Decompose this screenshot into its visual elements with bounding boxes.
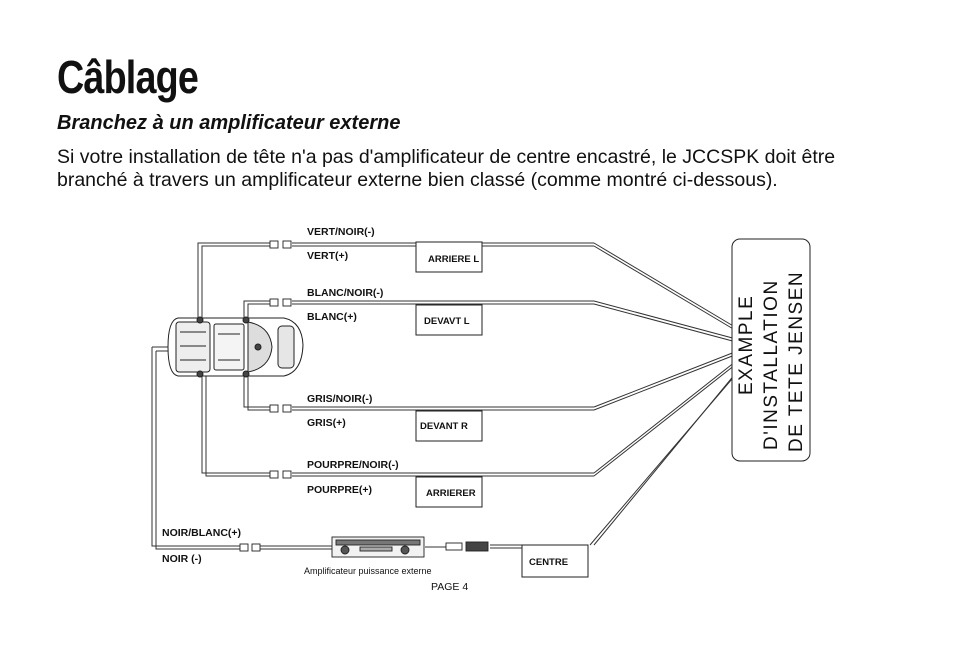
- car-icon: [167, 316, 304, 378]
- channel-label-arriere-l: ARRIERE L: [428, 254, 479, 265]
- wire-arriere-l-to-hu-2: [593, 245, 741, 334]
- wire-label-noir-blanc: NOIR/BLANC(+): [162, 527, 241, 539]
- box-arriere-r: [415, 476, 483, 508]
- wire-devant-r-to-hu-2: [593, 352, 741, 411]
- wire-label-blanc-pos: BLANC(+): [307, 311, 357, 323]
- head-unit-line2: D'INSTALLATION: [761, 279, 782, 450]
- description-paragraph: Si votre installation de tête n'a pas d'…: [57, 146, 836, 191]
- wire-noir-blanc-loop: [151, 347, 240, 547]
- wire-devant-l-loop: [243, 300, 270, 318]
- connector-blanc: [269, 298, 279, 307]
- wire-label-gris-pos: GRIS(+): [307, 417, 346, 429]
- head-unit-label: EXAMPLE D'INSTALLATION DE TETE JENSEN: [736, 271, 807, 452]
- connector-gris-2: [282, 404, 292, 413]
- box-devant-r: [415, 410, 483, 442]
- wire-devant-r-loop: [243, 372, 270, 408]
- amplifier-caption: Amplificateur puissance externe: [304, 566, 432, 576]
- connector-noir-2: [251, 543, 261, 552]
- wire-label-vert-neg: VERT/NOIR(-): [307, 226, 375, 238]
- wire-arriere-r-to-hu-2: [593, 360, 741, 477]
- wire-label-pourpre-pos: POURPRE(+): [307, 484, 372, 496]
- wire-arriere-l-to-hu: [593, 242, 741, 331]
- page-title: Câblage: [57, 51, 199, 103]
- box-devant-l: [415, 304, 483, 336]
- connector-pourpre: [269, 470, 279, 479]
- wire-arriere-r-to-hu: [593, 357, 741, 474]
- head-unit: [731, 238, 811, 462]
- wire-label-gris-neg: GRIS/NOIR(-): [307, 393, 372, 405]
- connector-noir: [239, 543, 249, 552]
- wire-devant-l-to-hu-2: [593, 303, 741, 344]
- connector-vert-2: [282, 240, 292, 249]
- wire-devant-l-to-hu: [593, 300, 741, 341]
- wire-arriere-r-loop-2: [205, 372, 270, 477]
- connector-pourpre-2: [282, 470, 292, 479]
- channel-label-devant-r: DEVANT R: [420, 421, 468, 432]
- wire-arriere-l-loop: [197, 242, 270, 318]
- wire-centre-to-hu-2: [589, 371, 739, 546]
- box-arriere-l: [415, 241, 483, 273]
- connector-gris: [269, 404, 279, 413]
- page-number: PAGE 4: [431, 581, 468, 593]
- wire-noir-loop: [155, 351, 240, 550]
- section-subtitle: Branchez à un amplificateur externe: [57, 112, 401, 134]
- wire-arriere-r-loop: [201, 372, 270, 474]
- wire-label-noir: NOIR (-): [162, 553, 202, 565]
- rca-plug-icon: [445, 541, 489, 552]
- connector-vert: [269, 240, 279, 249]
- wire-devant-r-to-hu: [593, 349, 741, 408]
- amplifier-icon: [331, 536, 425, 558]
- wire-label-vert-pos: VERT(+): [307, 250, 348, 262]
- channel-label-centre: CENTRE: [529, 557, 568, 568]
- connector-blanc-2: [282, 298, 292, 307]
- head-unit-line1: EXAMPLE: [736, 295, 757, 395]
- channel-label-arriere-r: ARRIERER: [426, 488, 476, 499]
- head-unit-line3: DE TETE JENSEN: [786, 271, 807, 452]
- wire-label-pourpre-neg: POURPRE/NOIR(-): [307, 459, 399, 471]
- box-centre: [521, 544, 589, 578]
- wire-arriere-l-loop-2: [201, 245, 270, 318]
- wire-devant-l-loop-2: [247, 303, 270, 318]
- channel-label-devant-l: DEVAVT L: [424, 316, 470, 327]
- wire-label-blanc-neg: BLANC/NOIR(-): [307, 287, 383, 299]
- wire-devant-r-loop-2: [247, 372, 270, 411]
